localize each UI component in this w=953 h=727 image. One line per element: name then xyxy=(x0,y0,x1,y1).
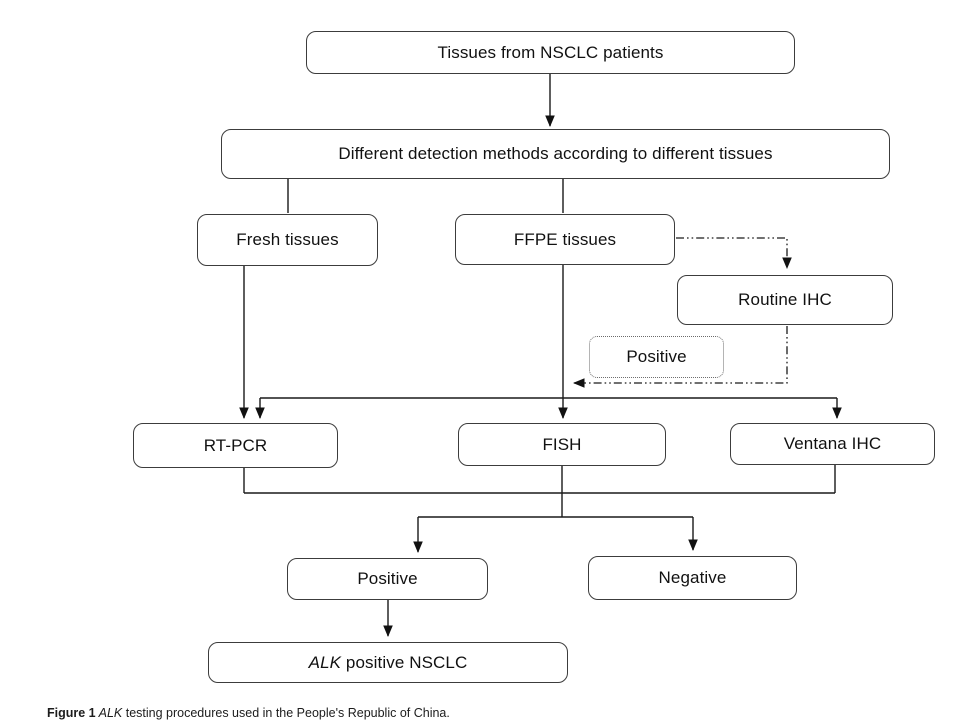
figure-caption: Figure 1 ALK testing procedures used in … xyxy=(47,706,450,720)
node-ventana-ihc: Ventana IHC xyxy=(730,423,935,465)
node-fish-label: FISH xyxy=(542,434,582,454)
node-alk-positive-nsclc-label: ALK positive NSCLC xyxy=(308,652,468,672)
node-ffpe-tissues: FFPE tissues xyxy=(455,214,675,265)
node-fresh-label: Fresh tissues xyxy=(236,230,339,249)
node-routine-ihc-label: Routine IHC xyxy=(738,290,832,309)
node-ffpe-label: FFPE tissues xyxy=(513,229,617,249)
node-tissues-label: Tissues from NSCLC patients xyxy=(437,42,664,62)
figure-caption-number: Figure 1 xyxy=(47,706,96,720)
figure-caption-text: testing procedures used in the People's … xyxy=(122,706,450,720)
node-result-negative-label: Negative xyxy=(658,568,727,587)
connector-ffpe-routineihc-dashed xyxy=(676,237,792,269)
node-routine-ihc: Routine IHC xyxy=(677,275,893,325)
node-methods-label: Different detection methods according to… xyxy=(338,144,773,163)
node-ihc-positive: Positive xyxy=(589,336,724,378)
node-fresh-tissues: Fresh tissues xyxy=(197,214,378,266)
node-result-positive-label: Positive xyxy=(357,569,418,588)
node-rt-pcr-label: RT-PCR xyxy=(203,435,268,455)
connector-routineihc-return-dashed xyxy=(573,326,788,388)
node-result-negative: Negative xyxy=(588,556,797,600)
node-different-detection-methods: Different detection methods according to… xyxy=(221,129,890,179)
node-tissues-from-nsclc-patients: Tissues from NSCLC patients xyxy=(306,31,795,74)
node-alk-positive-nsclc: ALK positive NSCLC xyxy=(208,642,568,683)
figure-caption-gene: ALK xyxy=(95,706,123,720)
node-ventana-ihc-label: Ventana IHC xyxy=(783,434,882,453)
node-rt-pcr: RT-PCR xyxy=(133,423,338,468)
node-ihc-positive-label: Positive xyxy=(626,347,687,366)
node-fish: FISH xyxy=(458,423,666,466)
node-result-positive: Positive xyxy=(287,558,488,600)
